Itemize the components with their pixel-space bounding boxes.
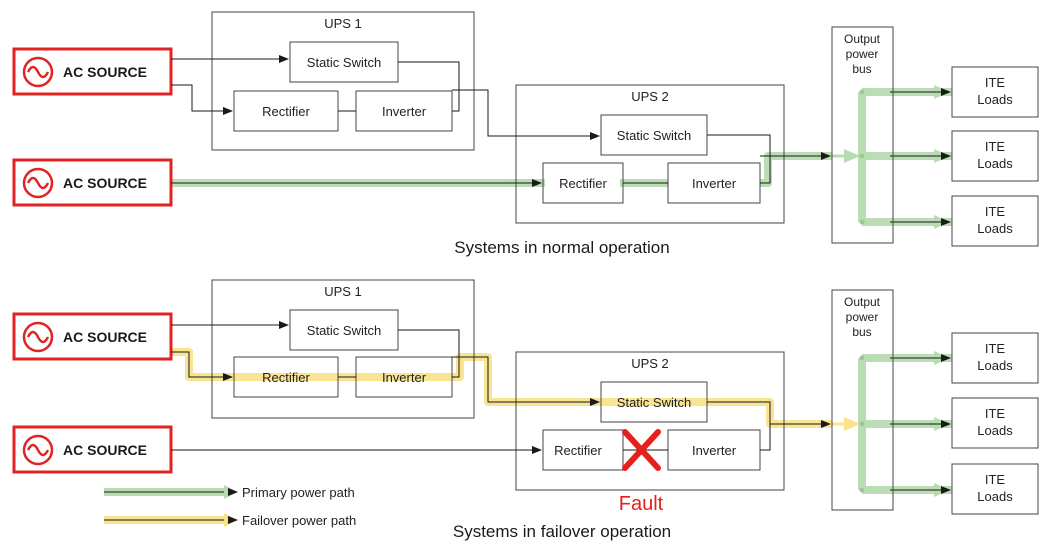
sine-wave-icon bbox=[22, 167, 54, 199]
legend-primary: Primary power path bbox=[104, 485, 355, 500]
ite-load-line1: ITE bbox=[985, 341, 1006, 356]
legend-primary-label: Primary power path bbox=[242, 485, 355, 500]
ups1-rectifier-label: Rectifier bbox=[262, 370, 310, 385]
wiring bbox=[171, 321, 951, 494]
ups1-box bbox=[211, 11, 475, 151]
ups2-static-switch-label: Static Switch bbox=[617, 128, 691, 143]
ite-load: ITE Loads bbox=[951, 397, 1039, 449]
ups1-rectifier-label: Rectifier bbox=[262, 104, 310, 119]
ite-load: ITE Loads bbox=[951, 130, 1039, 182]
fault-label: Fault bbox=[619, 493, 664, 515]
ite-load-line2: Loads bbox=[977, 156, 1013, 171]
ite-load: ITE Loads bbox=[951, 463, 1039, 515]
ups1-inverter-label: Inverter bbox=[382, 370, 427, 385]
output-bus-label-line2: power bbox=[846, 310, 879, 324]
fault-x-icon bbox=[622, 429, 661, 471]
ite-load-line1: ITE bbox=[985, 204, 1006, 219]
ups2-static-switch bbox=[600, 114, 708, 156]
ite-load-line1: ITE bbox=[985, 139, 1006, 154]
ac-source-label: AC SOURCE bbox=[63, 442, 147, 458]
sine-wave-icon bbox=[22, 56, 54, 88]
output-power-bus bbox=[831, 26, 894, 244]
ac-source-2: AC SOURCE bbox=[12, 425, 173, 474]
ups2-rectifier-label: Rectifier bbox=[554, 443, 602, 458]
ite-load-line1: ITE bbox=[985, 472, 1006, 487]
ups2-box bbox=[515, 351, 785, 491]
ups2-rectifier bbox=[542, 429, 624, 471]
ups2-static-switch-label: Static Switch bbox=[617, 395, 691, 410]
ac-source-1: AC SOURCE bbox=[12, 312, 173, 361]
wiring bbox=[171, 55, 951, 226]
ite-load: ITE Loads bbox=[951, 66, 1039, 118]
sine-wave-icon bbox=[22, 321, 54, 353]
ite-load-line2: Loads bbox=[977, 489, 1013, 504]
ups1-static-switch bbox=[289, 309, 399, 351]
legend-failover: Failover power path bbox=[104, 513, 356, 528]
ups1-inverter-label: Inverter bbox=[382, 104, 427, 119]
ite-load-line2: Loads bbox=[977, 358, 1013, 373]
output-bus-label-line3: bus bbox=[852, 325, 871, 339]
section-caption: Systems in normal operation bbox=[454, 238, 669, 257]
ups2-inverter bbox=[667, 429, 761, 471]
ite-load-line1: ITE bbox=[985, 406, 1006, 421]
ups2-title: UPS 2 bbox=[631, 89, 669, 104]
ups1-static-switch-label: Static Switch bbox=[307, 55, 381, 70]
ite-load: ITE Loads bbox=[951, 332, 1039, 384]
output-bus-label-line2: power bbox=[846, 47, 879, 61]
ups1-box bbox=[211, 279, 475, 419]
output-power-bus bbox=[831, 289, 894, 511]
ac-source-label: AC SOURCE bbox=[63, 64, 147, 80]
ite-load: ITE Loads bbox=[951, 195, 1039, 247]
ite-load-line2: Loads bbox=[977, 423, 1013, 438]
output-bus-label-line1: Output bbox=[844, 295, 881, 309]
ac-source-label: AC SOURCE bbox=[63, 175, 147, 191]
ups1-rectifier bbox=[233, 90, 339, 132]
failover-operation-section: UPS 1 Static Switch Rectifier Inverter U… bbox=[12, 279, 1039, 541]
ite-load-line2: Loads bbox=[977, 221, 1013, 236]
legend-failover-label: Failover power path bbox=[242, 513, 356, 528]
sine-wave-icon bbox=[22, 434, 54, 466]
normal-operation-section: UPS 1 Static Switch Rectifier Inverter U… bbox=[12, 11, 1039, 257]
ac-source-2: AC SOURCE bbox=[12, 158, 173, 207]
ups1-title: UPS 1 bbox=[324, 16, 362, 31]
ite-load-line2: Loads bbox=[977, 92, 1013, 107]
ups2-inverter-label: Inverter bbox=[692, 176, 737, 191]
ups2-rectifier-label: Rectifier bbox=[559, 176, 607, 191]
ac-source-label: AC SOURCE bbox=[63, 329, 147, 345]
ups1-static-switch bbox=[289, 41, 399, 83]
output-bus-label-line1: Output bbox=[844, 32, 881, 46]
ups2-box bbox=[515, 84, 785, 224]
ups2-inverter-label: Inverter bbox=[692, 443, 737, 458]
legend: Primary power path Failover power path bbox=[104, 485, 356, 528]
ite-load-line1: ITE bbox=[985, 75, 1006, 90]
ups1-title: UPS 1 bbox=[324, 284, 362, 299]
section-caption: Systems in failover operation bbox=[453, 522, 671, 541]
ac-source-1: AC SOURCE bbox=[12, 47, 173, 96]
ups1-static-switch-label: Static Switch bbox=[307, 323, 381, 338]
failover-path-highlight bbox=[172, 348, 832, 428]
output-bus-label-line3: bus bbox=[852, 62, 871, 76]
ups2-title: UPS 2 bbox=[631, 356, 669, 371]
